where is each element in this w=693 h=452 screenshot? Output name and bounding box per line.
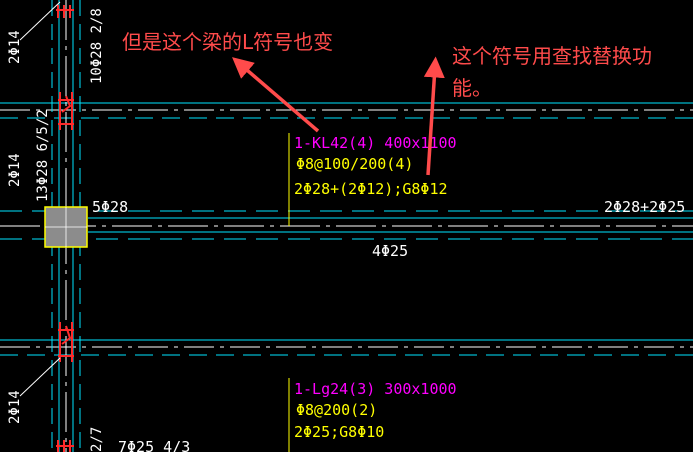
beam-band-upper	[0, 102, 693, 119]
beam2-longitudinal-label[interactable]: 2Φ25;G8Φ10	[294, 423, 384, 441]
beam-kl42-lines	[0, 210, 693, 240]
beam1-right-top-rebar[interactable]: 2Φ28+2Φ25	[604, 198, 685, 216]
beam2-bottom-left-rebar[interactable]: 7Φ25 4/3	[118, 438, 190, 452]
beam1-left-top-rebar[interactable]: 5Φ28	[92, 198, 128, 216]
rebar-stirrup-marks	[56, 5, 74, 452]
beam1-longitudinal-label[interactable]: 2Φ28+(2Φ12);G8Φ12	[294, 180, 448, 198]
beam2-name-label[interactable]: 1-Lg24(3) 300x1000	[294, 380, 457, 398]
annotation-arrow-left	[232, 57, 320, 133]
beam1-bottom-rebar[interactable]: 4Φ25	[372, 242, 408, 260]
column-text-top-right: 10Φ28 2/8	[89, 8, 105, 84]
column-text-mid-left: 2Φ14	[7, 153, 23, 187]
annotation-text-left: 但是这个梁的L符号也变	[122, 30, 334, 54]
column-text-top-left: 2Φ14	[7, 30, 23, 64]
beam2-stirrup-label[interactable]: Φ8@200(2)	[296, 401, 377, 419]
leader-lines	[19, 1, 61, 397]
beam-lg24-lines	[0, 339, 693, 356]
column-text-bottom-right: 2/7	[89, 427, 105, 452]
annotation-text-right-line1: 这个符号用查找替换功	[452, 44, 652, 68]
annotation-arrow-right	[423, 56, 445, 176]
beam1-name-label[interactable]: 1-KL42(4) 400x1100	[294, 134, 457, 152]
column-text-mid-right: 13Φ28 6/5/2	[35, 109, 51, 202]
annotation-text-right-line2: 能。	[452, 76, 492, 100]
column-text-bottom-left: 2Φ14	[7, 390, 23, 424]
beam1-stirrup-label[interactable]: Φ8@100/200(4)	[296, 155, 413, 173]
